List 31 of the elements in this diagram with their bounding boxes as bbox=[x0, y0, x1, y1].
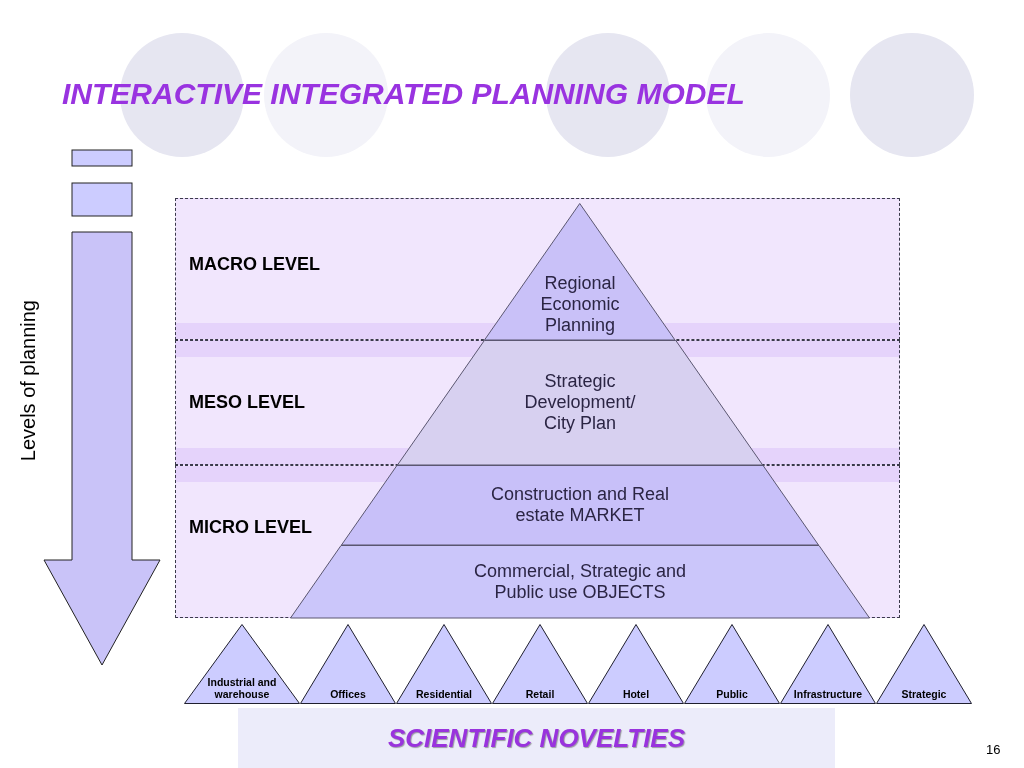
category-label: Retail bbox=[525, 688, 555, 700]
level-band bbox=[175, 340, 900, 465]
slide-title: INTERACTIVE INTEGRATED PLANNING MODEL bbox=[62, 76, 745, 112]
category-triangle bbox=[876, 624, 972, 704]
category-label: Public bbox=[716, 688, 748, 700]
level-label: MICRO LEVEL bbox=[189, 516, 312, 538]
category-triangle bbox=[396, 624, 492, 704]
arrow-label: Levels of planning bbox=[16, 300, 40, 462]
category-triangle bbox=[588, 624, 684, 704]
tier-label: Commercial, Strategic and Public use OBJECTS bbox=[472, 560, 688, 603]
tier-label: Regional Economic Planning bbox=[539, 273, 621, 336]
category-label: Hotel bbox=[622, 688, 650, 700]
category-label: Industrial and warehouse bbox=[206, 676, 278, 700]
category-triangle bbox=[684, 624, 780, 704]
category-triangle bbox=[780, 624, 876, 704]
banner-title: SCIENTIFIC NOVELTIES bbox=[387, 723, 686, 753]
level-band bbox=[175, 198, 900, 340]
pyramid-tier bbox=[290, 545, 870, 618]
tier-label: Construction and Real estate MARKET bbox=[489, 484, 671, 526]
tier-label: Strategic Development/ City Plan bbox=[523, 371, 637, 434]
category-triangle bbox=[300, 624, 396, 704]
level-label: MACRO LEVEL bbox=[189, 253, 320, 275]
category-triangle bbox=[492, 624, 588, 704]
category-label: Infrastructure bbox=[793, 688, 863, 700]
category-label: Residential bbox=[416, 688, 472, 700]
level-band bbox=[175, 465, 900, 618]
category-label: Offices bbox=[330, 688, 366, 700]
page-number: 16 bbox=[986, 742, 1001, 758]
category-triangle bbox=[184, 624, 300, 704]
level-label: MESO LEVEL bbox=[189, 391, 305, 413]
category-label: Strategic bbox=[901, 688, 947, 700]
